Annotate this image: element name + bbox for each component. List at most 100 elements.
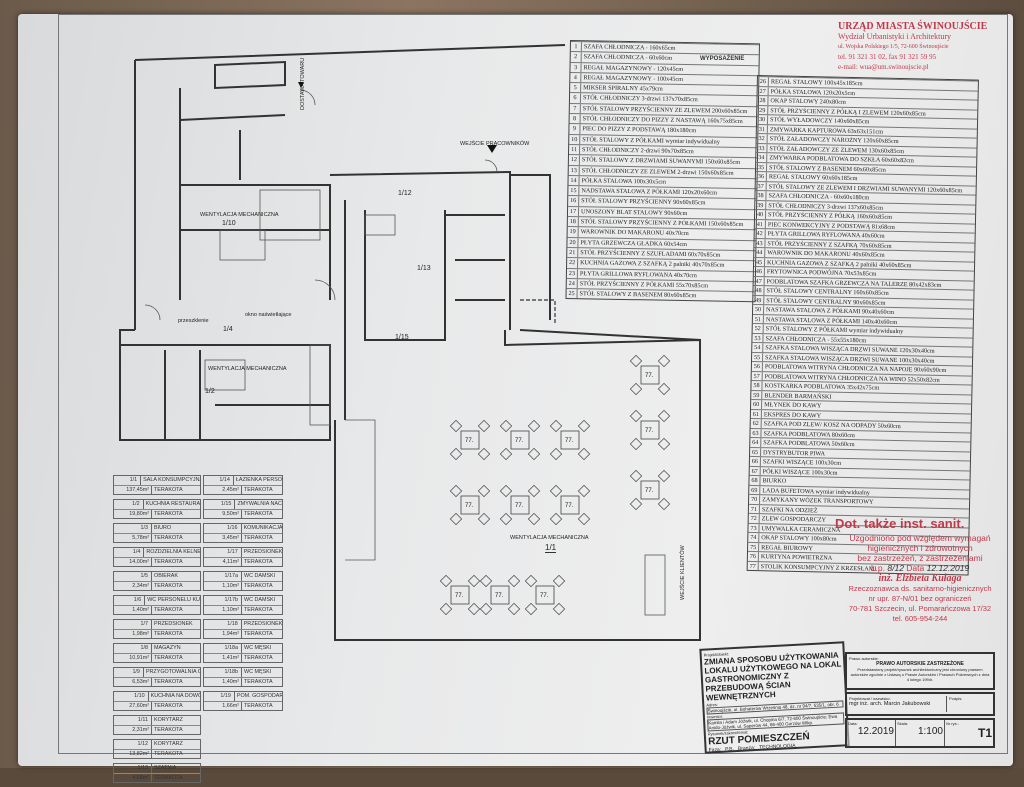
room-name: KUCHNIA RESTAURACYJNA [145, 501, 200, 507]
equipment-number: 12 [568, 155, 580, 165]
date-value: 12.12.2019 [926, 563, 970, 573]
chair [657, 497, 671, 511]
equipment-name: MIKSER SPIRALNY 45x79cm [583, 84, 663, 93]
equipment-name: UMYWALKA CERAMICZNA [761, 524, 841, 534]
room-area: 13,82m² [114, 750, 152, 758]
room-area: 1,98m² [114, 630, 152, 638]
equipment-number: 70 [749, 494, 761, 504]
equipment-number: 43 [754, 238, 766, 248]
room-floor: TERAKOTA [154, 535, 183, 541]
equipment-name: PŁYTA GRZEWCZA GŁADKA 60x54cm [580, 238, 688, 248]
sheet-number: T1 [977, 726, 992, 740]
room-1-1-tag: 1/1 [545, 543, 557, 553]
equipment-name: PÓŁKA STALOWA 100x30x5cm [581, 177, 667, 186]
equipment-number: 47 [753, 276, 765, 286]
table-top [535, 585, 555, 605]
room-floor: TERAKOTA [154, 727, 183, 733]
equipment-number: 41 [754, 219, 766, 229]
equipment-number: 18 [567, 217, 579, 227]
table-top [510, 430, 530, 450]
equipment-number: 42 [754, 228, 766, 238]
equipment-number: 63 [750, 428, 762, 438]
room-area: 137,45m² [114, 486, 152, 494]
chair [527, 512, 541, 526]
equipment-name: OKAP STALOWY 240x80cm [770, 97, 846, 106]
room-area: 2,45m² [204, 486, 242, 494]
equipment-number: 60 [751, 399, 763, 409]
equipment-number: 45 [753, 257, 766, 267]
expert-address: 70-781 Szczecin, ul. Pomarańczowa 17/32 [848, 604, 992, 613]
equipment-number: 22 [567, 258, 579, 268]
sheet-label: Nr rys.: [946, 721, 959, 726]
designer: mgr inż. arch. Marcin Jakubowski [849, 701, 931, 707]
stage-label: Faza: [708, 746, 722, 754]
date-scale-box: Data:12.2019 Skala:1:100 Nr rys.:T1 [845, 718, 995, 748]
room-name: WC DAMSKI [244, 597, 276, 603]
table-top [560, 495, 580, 515]
table-tag: 77. [515, 503, 524, 509]
room-area: 1,41m² [204, 654, 242, 662]
room-area: 1,10m² [204, 582, 242, 590]
room-floor: TERAKOTA [154, 631, 183, 637]
room-name: ROZDZIELNIA KELNERSKA [146, 549, 200, 555]
signature-label: Podpis: [946, 696, 991, 712]
room-area: 2,34m² [114, 582, 152, 590]
room-floor: TERAKOTA [244, 631, 273, 637]
room-floor: TERAKOTA [154, 679, 183, 685]
equipment-number: 38 [755, 190, 767, 200]
equipment-number: 46 [753, 266, 765, 276]
room-1-2-tag: 1/2 [205, 388, 215, 395]
equipment-number: 55 [752, 352, 764, 362]
table-tag: 77. [465, 438, 474, 444]
room-name: PRZEDSIONEK [243, 621, 282, 627]
room-area: 5,78m² [114, 534, 152, 542]
sanitary-approval-stamp: Uzgodniono pod względem wymagań higienic… [840, 533, 1000, 624]
room-1-13-tag: 1/13 [417, 265, 431, 272]
chair [577, 484, 591, 498]
table-top [460, 430, 480, 450]
equipment-number: 13 [568, 165, 580, 176]
room-number: 1/14 [204, 476, 234, 485]
chair [549, 512, 563, 526]
chair [629, 497, 643, 511]
chair [549, 447, 563, 461]
expert-name: inż. Elżbieta Kułaga [878, 573, 962, 584]
room-floor: TERAKOTA [154, 487, 183, 493]
dashed-boundary [520, 299, 556, 325]
chair [577, 447, 591, 461]
room-floor: TERAKOTA [244, 535, 273, 541]
room-number: 1/17 [204, 548, 242, 557]
dining-table: 77. [549, 419, 591, 461]
dining-table: 77. [524, 574, 566, 616]
equipment-number: 36 [755, 171, 767, 181]
room-name: PRZEDSIONEK [154, 621, 193, 627]
room-name: ŁAZIENKA PERSONELU [235, 477, 282, 483]
chair [499, 447, 513, 461]
equipment-number: 8 [569, 114, 581, 124]
customer-entrance-label: WEJŚCIE KLIENTÓW [680, 545, 686, 600]
room-name: KOMUNIKACJA [243, 525, 282, 531]
equipment-number: 59 [751, 390, 763, 400]
chair [577, 419, 591, 433]
room-name: KORYTARZ [154, 717, 183, 723]
room-number: 1/12 [114, 740, 152, 749]
dining-table: 77. [439, 574, 481, 616]
equipment-name: EKSPRES DO KAWY [763, 410, 822, 419]
chair [657, 437, 671, 451]
stamp-line-2: higienicznych i zdrowotnych [867, 543, 973, 553]
delivery-label: DOSTAWA TOWARU [300, 57, 306, 110]
